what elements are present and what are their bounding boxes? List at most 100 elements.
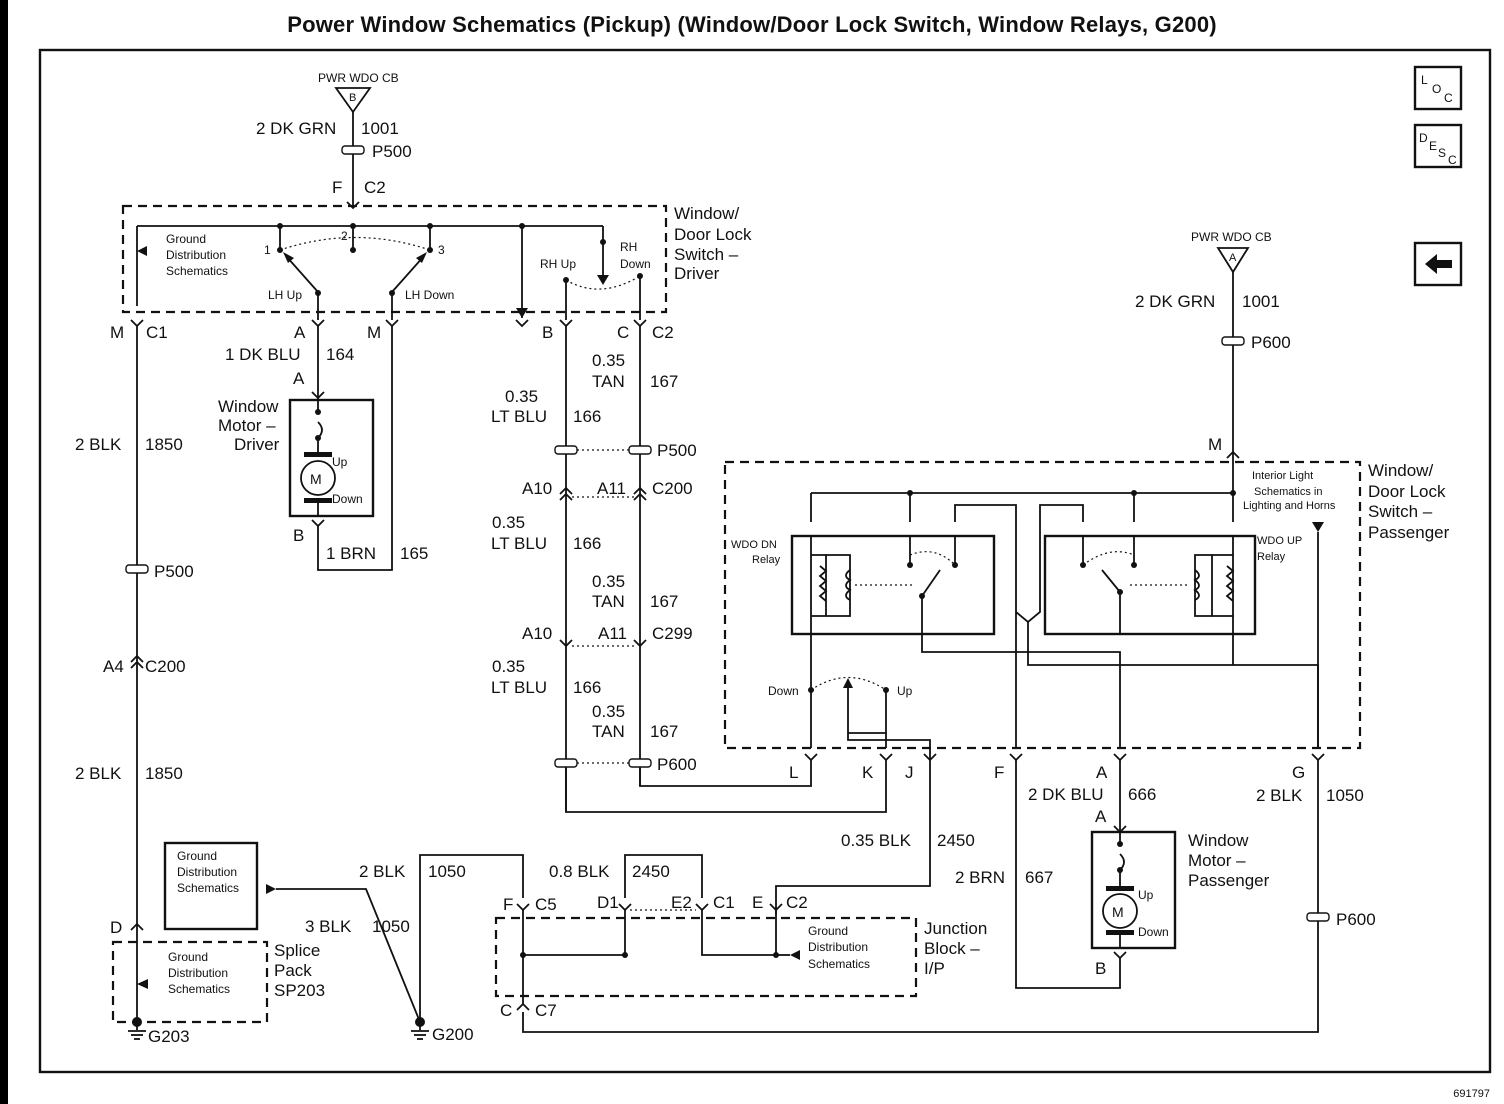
switch-label: LH Down [405,288,454,302]
junction-block-box [494,916,918,998]
wire-label: 2 BLK [359,862,406,881]
passenger-motor-label: Window Motor – Passenger [1188,831,1270,890]
driver-motor-box [288,398,375,518]
ground-schematics-ref-4: Ground Distribution Schematics [168,950,230,996]
ground-schematics-ref-3: Ground Distribution Schematics [808,924,870,971]
pin-label: E [752,893,763,912]
connector-p500-left [125,564,149,574]
circuit-number: 1050 [372,917,410,936]
page-title: Power Window Schematics (Pickup) (Window… [287,12,1217,37]
pin-label: A10 [522,479,552,498]
connector-label: C2 [786,893,808,912]
motor-icon [300,460,336,496]
lh-switch-link [279,236,431,251]
wire-1050-b [276,888,421,1023]
svg-text:C: C [1448,153,1457,167]
pin-label: F [503,895,513,914]
svg-text:Schematics: Schematics [168,982,230,996]
connector-label: P600 [657,755,697,774]
svg-text:B: B [349,92,356,104]
resistor-icon [818,565,828,602]
svg-text:Ground: Ground [166,232,206,246]
resistor-icon [1225,565,1235,602]
svg-text:Door Lock: Door Lock [674,225,752,244]
svg-text:PWR WDO CB: PWR WDO CB [1191,230,1272,244]
svg-text:0.35: 0.35 [592,702,625,721]
pin-label: C [500,1001,512,1020]
switch-pos-label: 1 [264,243,271,257]
ground-label: G203 [148,1027,190,1046]
svg-text:TAN: TAN [592,722,625,741]
svg-text:O: O [1432,82,1441,96]
ground-g200-icon [411,1017,429,1040]
svg-text:Ground: Ground [177,849,217,863]
svg-text:WDO UP: WDO UP [1257,535,1302,547]
pin-label: E2 [671,893,692,912]
svg-text:Schematics in: Schematics in [1254,486,1322,498]
switch-label: Down [768,684,799,698]
back-arrow-icon[interactable] [1413,241,1463,287]
pin-label: M [367,323,381,342]
svg-text:Motor –: Motor – [218,416,276,435]
svg-text:A: A [1229,252,1237,264]
pwr-wdo-cb-right: PWR WDO CB A [1191,230,1272,274]
svg-text:0.35: 0.35 [592,572,625,591]
location-nav-button[interactable]: L O C [1413,65,1463,111]
pin-label: A11 [598,624,627,643]
connector-label: C1 [146,323,168,342]
pin-label: A [1095,807,1107,826]
pin-label: C [617,323,629,342]
wire-label: 2 BLK [75,764,122,783]
svg-text:Relay: Relay [752,554,781,566]
wire-label: 2 BLK [1256,786,1303,805]
description-nav-button[interactable]: D E S C [1413,123,1463,169]
motor-symbol: M [1112,904,1124,920]
motor-dir-label: Down [1138,925,1169,939]
ground-g203-icon [128,1017,146,1040]
connector-label: P500 [154,562,194,581]
circuit-number: 167 [650,592,678,611]
pin-label: B [542,323,553,342]
circuit-number: 666 [1128,785,1156,804]
ground-schematics-ref-2: Ground Distribution Schematics [177,849,239,895]
svg-text:Splice: Splice [274,941,320,960]
wire-167-to-l [639,760,812,787]
motor-dir-label: Down [332,492,363,506]
pin-label: A [293,369,305,388]
svg-text:Window/: Window/ [674,204,739,223]
svg-text:Ground: Ground [808,924,848,938]
svg-text:Block –: Block – [924,939,980,958]
pin-label: D1 [597,893,619,912]
svg-text:Ground: Ground [168,950,208,964]
svg-text:LT BLU: LT BLU [491,534,547,553]
wire-1050-a [419,854,524,1022]
motor-symbol: M [310,471,322,487]
svg-text:PWR WDO CB: PWR WDO CB [318,71,399,85]
motor-dir-label: Up [1138,888,1154,902]
svg-text:TAN: TAN [592,592,625,611]
splice-pack-box [111,940,269,1024]
circuit-number: 166 [573,534,601,553]
pin-label: A [1096,763,1108,782]
connector-label: C2 [364,178,386,197]
connector-label: P500 [657,441,697,460]
svg-text:Window/: Window/ [1368,461,1433,480]
svg-text:Schematics: Schematics [177,881,239,895]
svg-text:LT BLU: LT BLU [491,678,547,697]
pin-label: J [905,763,914,782]
wire-label: 2 DK GRN [256,119,336,138]
svg-text:I/P: I/P [924,959,945,978]
motor-icon [1102,893,1138,929]
svg-text:0.35: 0.35 [592,351,625,370]
wire-label: 2 BLK [75,435,122,454]
ground-arrow-icon [137,246,147,256]
circuit-number: 2450 [937,831,975,850]
diagram-border [38,48,1492,1074]
ground-schematics-box [163,841,259,931]
pin-label: A10 [522,624,552,643]
wire-1050-right [522,760,1319,1033]
ground-label: G200 [432,1025,474,1044]
wire-167-label-a: 0.35 TAN [592,351,625,391]
pin-label: G [1292,763,1305,782]
